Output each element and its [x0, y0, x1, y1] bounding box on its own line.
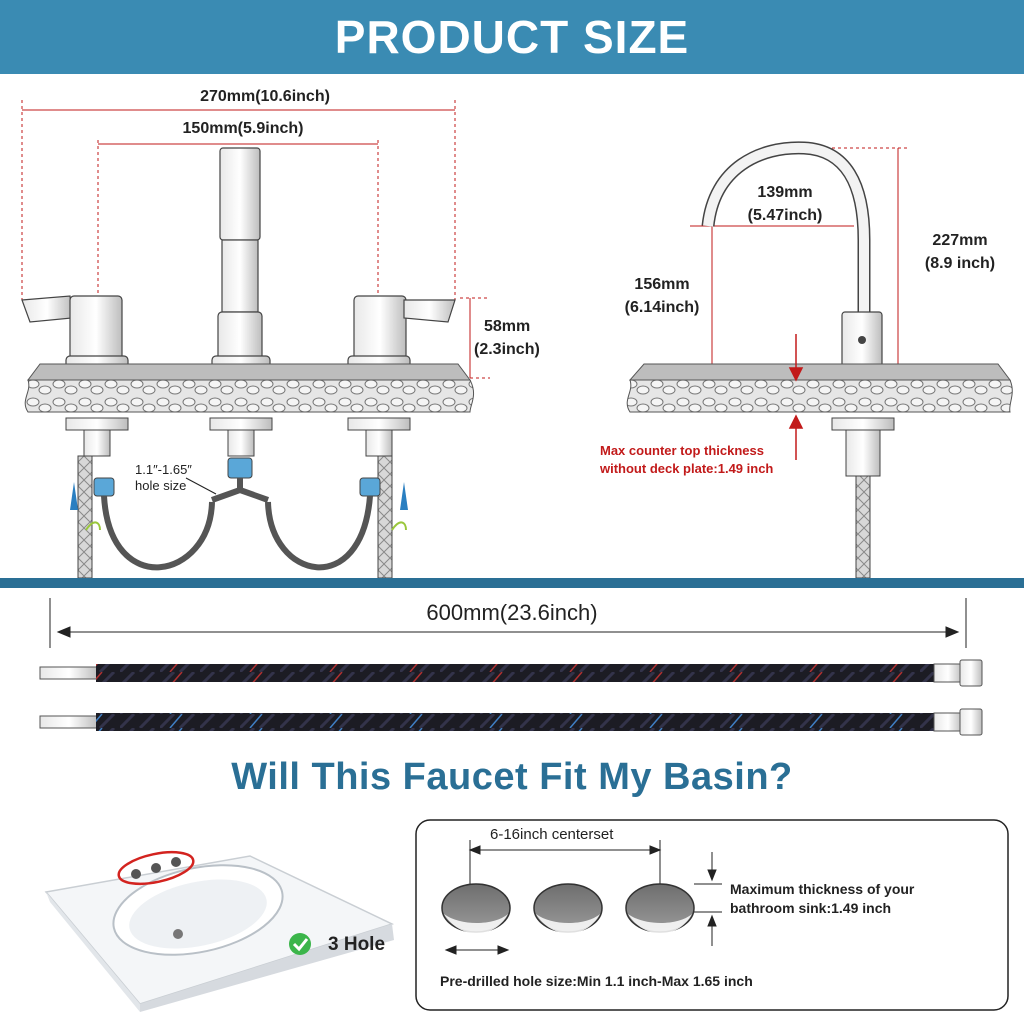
countertop-right-icon — [626, 363, 1013, 413]
left-handle-icon — [21, 295, 129, 375]
center-width-dimension — [97, 140, 379, 300]
total-height-mm-label: 227mm — [932, 232, 988, 249]
basin-illustration-icon — [44, 850, 395, 1012]
thickness-arrows — [788, 334, 804, 460]
center-width-label: 150mm(5.9inch) — [182, 120, 304, 137]
check-icon — [289, 933, 311, 955]
hole-size-leader — [185, 477, 217, 495]
hole-size-dimension — [444, 945, 510, 955]
counter-note-line1: Max counter top thickness — [600, 443, 764, 458]
reach-mm-label: 139mm — [757, 184, 813, 201]
right-underside-fittings — [831, 417, 895, 579]
fit-question-heading: Will This Faucet Fit My Basin? — [231, 756, 793, 798]
page-title: PRODUCT SIZE — [334, 11, 690, 63]
supply-hose-hot — [39, 659, 983, 687]
counter-note-line2: without deck plate:1.49 inch — [600, 461, 774, 476]
supply-hose-cold — [39, 708, 983, 736]
hole-size-text-label: hole size — [135, 478, 187, 493]
right-handle-icon — [347, 295, 456, 375]
rotate-left-icon — [85, 521, 101, 531]
handle-height-in-label: (2.3inch) — [474, 341, 540, 358]
connect-hose-right — [265, 495, 373, 571]
handle-height-mm-label: 58mm — [484, 318, 531, 335]
section-divider — [0, 578, 1024, 588]
reach-in-label: (5.47inch) — [747, 207, 823, 224]
hole-size-range-label: Pre-drilled hole size:Min 1.1 inch-Max 1… — [440, 973, 753, 989]
left-underside-fittings — [65, 417, 411, 579]
connect-hose-left — [101, 495, 215, 571]
centerset-label: 6-16inch centerset — [490, 826, 614, 843]
hole-size-value-label: 1.1″-1.65″ — [135, 462, 192, 477]
spout-icon — [211, 147, 271, 375]
hose-length-dimension — [49, 598, 967, 648]
hose-length-label: 600mm(23.6inch) — [426, 600, 598, 625]
overall-width-dimension — [21, 100, 456, 300]
header-banner: PRODUCT SIZE — [0, 0, 1024, 74]
spout-height-in-label: (6.14inch) — [624, 299, 700, 316]
total-height-in-label: (8.9 inch) — [924, 255, 996, 272]
countertop-left-icon — [24, 363, 475, 413]
spout-height-mm-label: 156mm — [634, 276, 690, 293]
side-dimensions — [690, 147, 908, 381]
flow-arrows — [70, 482, 408, 510]
max-thickness-line1: Maximum thickness of your — [730, 881, 915, 897]
thickness-dimension — [694, 852, 722, 946]
max-thickness-line2: bathroom sink:1.49 inch — [730, 900, 892, 916]
three-hole-label: 3 Hole — [328, 934, 386, 955]
overall-width-label: 270mm(10.6inch) — [200, 88, 330, 105]
sink-holes-icon — [441, 883, 695, 933]
rotate-right-icon — [391, 521, 407, 531]
